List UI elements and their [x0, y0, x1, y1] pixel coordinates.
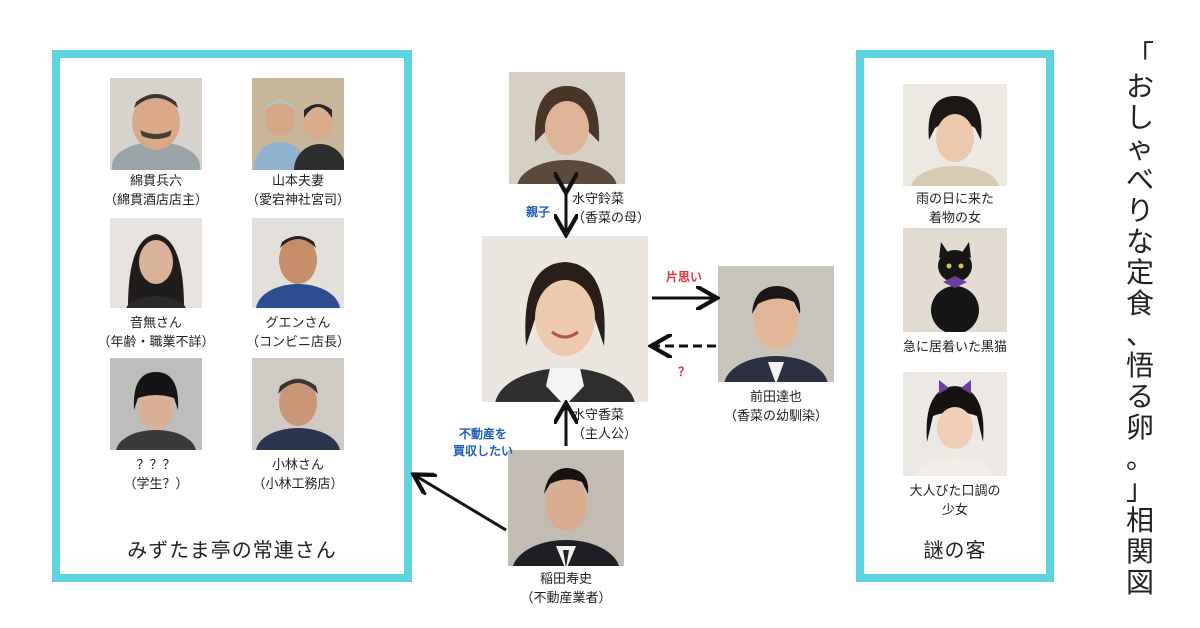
title-char: 相 — [1125, 504, 1154, 537]
yamamoto-name: 山本夫妻 — [271, 174, 324, 189]
title-char: 、 — [1125, 318, 1154, 351]
relation-kataomoi: 片思い — [665, 270, 702, 284]
photo-student — [110, 358, 202, 450]
relation-fudosan-line2: 買収したい — [452, 444, 513, 458]
mother-role: （香菜の母） — [572, 211, 651, 226]
title-char: り — [1125, 194, 1154, 227]
photo-dealer — [508, 450, 624, 566]
girl-line1: 大人びた口調の — [909, 484, 1001, 499]
photo-kobayashi — [252, 358, 344, 450]
girl-line2: 少女 — [941, 503, 968, 518]
title-char: 食 — [1125, 287, 1154, 320]
regulars-panel-title: みずたま亭の常連さん — [127, 538, 337, 562]
title-char: 図 — [1125, 566, 1154, 599]
otonashi-role: （年齢・職業不詳） — [97, 335, 215, 350]
student-name: ？？？ — [136, 458, 176, 473]
nguyen-label: グエンさん （コンビニ店長） — [232, 314, 364, 352]
watanuki-role: （綿貫酒店店主） — [103, 193, 208, 208]
dealer-role: （不動産業者） — [520, 591, 612, 606]
kobayashi-label: 小林さん （小林工務店） — [238, 456, 358, 494]
photo-hero — [482, 236, 648, 402]
relation-question: ？ — [677, 365, 690, 379]
kobayashi-name: 小林さん — [271, 458, 324, 473]
nguyen-name: グエンさん — [265, 316, 331, 331]
photo-watanuki — [110, 78, 202, 170]
photo-yamamoto — [252, 78, 344, 170]
student-role: （学生？） — [123, 477, 189, 492]
otonashi-label: 音無さん （年齢・職業不詳） — [86, 314, 226, 352]
dealer-label: 稲田寿史 （不動産業者） — [510, 570, 622, 608]
black-cat-line1: 急に居着いた黒猫 — [902, 340, 1007, 355]
friend-role: （香菜の幼馴染） — [723, 409, 828, 424]
kimono-woman-label: 雨の日に来た 着物の女 — [886, 190, 1024, 228]
kimono-woman-line2: 着物の女 — [928, 211, 981, 226]
nguyen-role: （コンビニ店長） — [245, 335, 350, 350]
student-label: ？？？ （学生？） — [96, 456, 216, 494]
photo-friend — [718, 266, 834, 382]
title-char: な — [1125, 225, 1154, 258]
photo-otonashi — [110, 218, 202, 308]
photo-girl — [903, 372, 1007, 476]
photo-nguyen — [252, 218, 344, 308]
hero-role: （主人公） — [572, 427, 638, 442]
arrow-dealer-regulars — [416, 476, 507, 532]
title-char: 卵 — [1125, 411, 1154, 444]
friend-name: 前田達也 — [749, 390, 802, 405]
yamamoto-label: 山本夫妻 （愛宕神社宮司） — [238, 172, 358, 210]
mystery-guests-panel-title: 謎の客 — [923, 538, 987, 562]
photo-kimono-woman — [903, 84, 1007, 186]
yamamoto-role: （愛宕神社宮司） — [245, 193, 350, 208]
title-char: 」 — [1125, 473, 1154, 506]
relation-oyako: 親子 — [525, 205, 550, 219]
title-char: し — [1125, 101, 1154, 134]
black-cat-label: 急に居着いた黒猫 — [880, 338, 1030, 357]
relation-fudosan: 不動産を 買収したい — [440, 426, 526, 460]
girl-label: 大人びた口調の 少女 — [886, 482, 1024, 520]
friend-label: 前田達也 （香菜の幼馴染） — [712, 388, 840, 426]
hero-name: 水守香菜 — [572, 408, 625, 423]
title-char: 関 — [1125, 535, 1154, 568]
dealer-name: 稲田寿史 — [539, 572, 592, 587]
title-char: ゃ — [1125, 132, 1154, 165]
otonashi-name: 音無さん — [129, 316, 182, 331]
watanuki-label: 綿貫兵六 （綿貫酒店店主） — [96, 172, 216, 210]
hero-label: 水守香菜 （主人公） — [572, 406, 668, 444]
kobayashi-role: （小林工務店） — [252, 477, 344, 492]
title-char: 定 — [1125, 256, 1154, 289]
kimono-woman-line1: 雨の日に来た — [915, 192, 994, 207]
mother-label: 水守鈴菜 （香菜の母） — [572, 190, 668, 228]
diagram-title: 「 お し ゃ べ り な 定 食 、 悟 る 卵 。 」 相 関 図 — [1118, 40, 1162, 598]
title-char: お — [1125, 70, 1154, 103]
title-char: 悟 — [1125, 349, 1154, 382]
title-char: 。 — [1125, 442, 1154, 475]
photo-mother — [509, 72, 625, 184]
title-char: る — [1125, 380, 1154, 413]
watanuki-name: 綿貫兵六 — [129, 174, 182, 189]
title-char: 「 — [1125, 39, 1154, 72]
relation-fudosan-line1: 不動産を — [458, 427, 507, 441]
photo-black-cat — [903, 228, 1007, 332]
title-char: べ — [1125, 163, 1154, 196]
mother-name: 水守鈴菜 — [572, 192, 625, 207]
